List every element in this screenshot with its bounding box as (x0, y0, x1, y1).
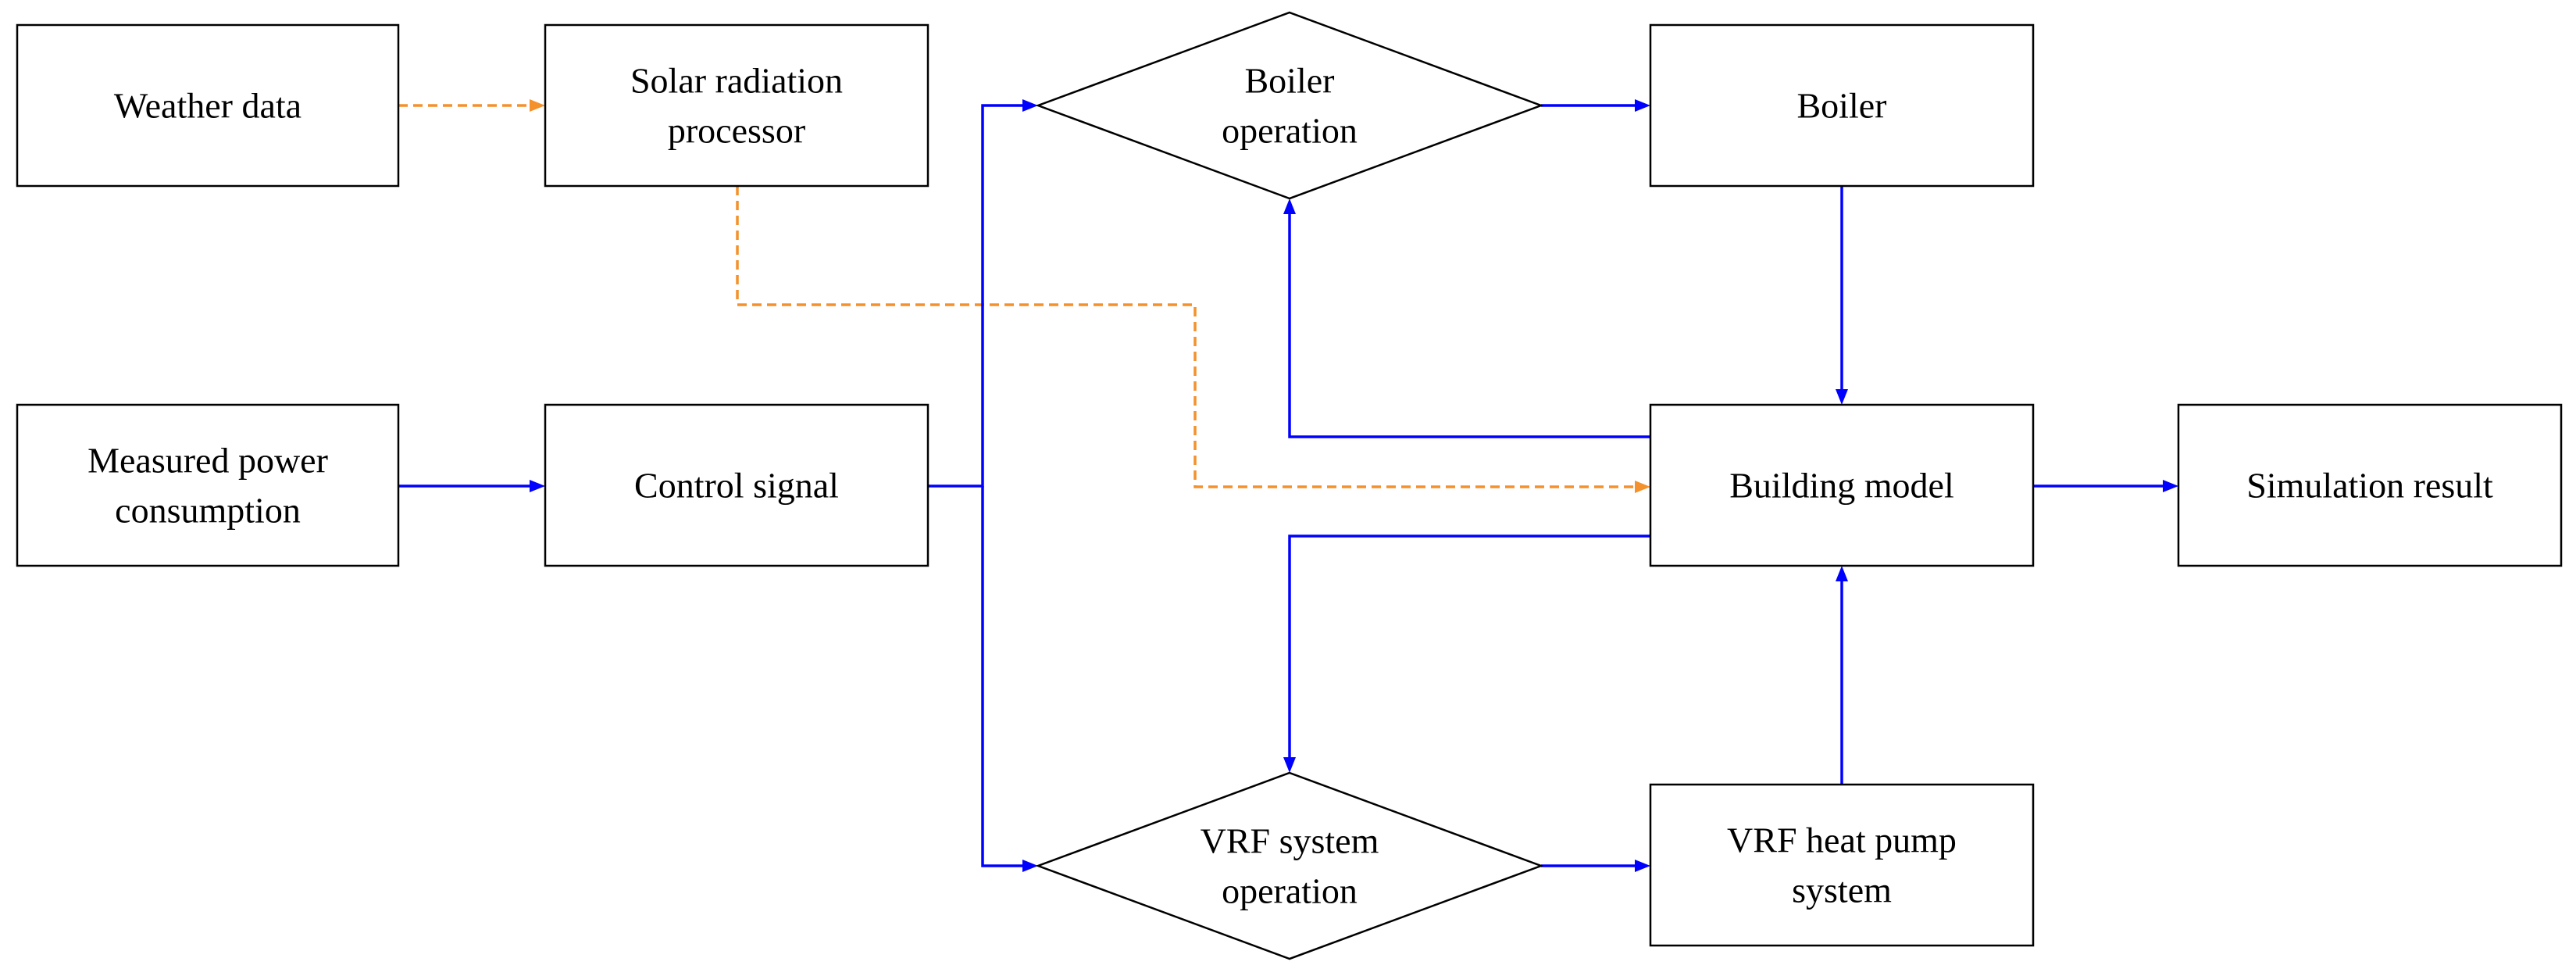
building-model-label-line-1: Building model (1729, 466, 1954, 506)
edge-solar-to-building (736, 186, 1650, 493)
edge-vrf-op-to-vrf-hp-arrowhead (1635, 860, 1650, 872)
simulation-result-box (2177, 403, 2563, 567)
node-simulation-result: Simulation result (2177, 403, 2563, 567)
vrf-heat-pump-system-label-line-1: VRF heat pump (1727, 820, 1957, 860)
edge-building-to-simulation-arrowhead (2163, 480, 2178, 492)
edge-line-building-to-vrf-op (1288, 534, 1650, 763)
node-vrf-heat-pump-system: VRF heat pump system (1649, 783, 2035, 947)
edge-boiler-to-building-arrowhead (1836, 389, 1848, 405)
node-boiler-operation: Boiler operation (1035, 11, 1544, 200)
edge-power-to-control (398, 480, 545, 492)
boiler-operation-label-line-1: Boiler (1245, 61, 1335, 101)
measured-power-consumption-box (16, 403, 400, 567)
control-signal-label-line-1: Control signal (634, 466, 839, 506)
edge-line-control-to-boiler-op (928, 104, 1029, 488)
edge-power-to-control-arrowhead (530, 480, 545, 492)
edge-building-to-vrf-op (1283, 534, 1650, 773)
node-boiler: Boiler (1649, 23, 2035, 188)
edge-weather-to-solar (398, 99, 545, 112)
boiler-operation-label-line-2: operation (1222, 111, 1358, 151)
edge-vrf-hp-to-building (1836, 566, 1848, 785)
solar-radiation-processor-label-line-1: Solar radiation (630, 61, 843, 101)
boiler-box (1649, 23, 2035, 188)
simulation-result-label-line-1: Simulation result (2246, 466, 2493, 506)
edge-building-to-boiler-op-arrowhead (1283, 198, 1296, 214)
node-building-model: Building model (1649, 403, 2035, 567)
building-model-box (1649, 403, 2035, 567)
edge-vrf-hp-to-building-arrowhead (1836, 566, 1848, 581)
edges-layer (398, 99, 2178, 872)
edge-control-to-vrf-op (981, 486, 1038, 872)
edge-line-solar-to-building (736, 186, 1641, 488)
edge-boiler-to-building (1836, 186, 1848, 405)
solar-radiation-processor-label-line-2: processor (668, 111, 805, 151)
edge-control-to-vrf-op-arrowhead (1022, 860, 1038, 872)
node-vrf-system-operation: VRF system operation (1035, 771, 1544, 960)
nodes-layer: Weather data Solar radiation processorMeas… (16, 11, 2563, 960)
weather-data-box (16, 23, 400, 188)
edge-building-to-vrf-op-arrowhead (1283, 757, 1296, 773)
edge-building-to-boiler-op (1283, 198, 1650, 438)
boiler-operation-diamond (1035, 11, 1544, 200)
measured-power-consumption-label-line-1: Measured power (87, 441, 328, 481)
node-solar-radiation-processor: Solar radiation processor (544, 23, 929, 188)
weather-data-label-line-1: Weather data (114, 86, 301, 126)
control-signal-box (544, 403, 929, 567)
edge-control-to-boiler-op (928, 99, 1038, 488)
solar-radiation-processor-box (544, 23, 929, 188)
edge-line-building-to-boiler-op (1288, 208, 1650, 438)
edge-weather-to-solar-arrowhead (530, 99, 545, 112)
vrf-system-operation-label-line-2: operation (1222, 871, 1358, 911)
node-measured-power-consumption: Measured power consumption (16, 403, 400, 567)
edge-control-to-boiler-op-arrowhead (1022, 99, 1038, 112)
vrf-system-operation-diamond (1035, 771, 1544, 960)
edge-solar-to-building-arrowhead (1635, 481, 1650, 493)
node-weather-data: Weather data (16, 23, 400, 188)
vrf-heat-pump-system-label-line-2: system (1792, 871, 1892, 910)
measured-power-consumption-label-line-2: consumption (115, 491, 301, 531)
edge-boiler-op-to-boiler-arrowhead (1635, 99, 1650, 112)
node-control-signal: Control signal (544, 403, 929, 567)
boiler-label-line-1: Boiler (1797, 86, 1887, 126)
edge-boiler-op-to-boiler (1541, 99, 1650, 112)
edge-vrf-op-to-vrf-hp (1541, 860, 1650, 872)
vrf-system-operation-label-line-1: VRF system (1201, 821, 1379, 861)
edge-building-to-simulation (2033, 480, 2178, 492)
vrf-heat-pump-system-box (1649, 783, 2035, 947)
edge-line-control-to-vrf-op (981, 486, 1029, 867)
